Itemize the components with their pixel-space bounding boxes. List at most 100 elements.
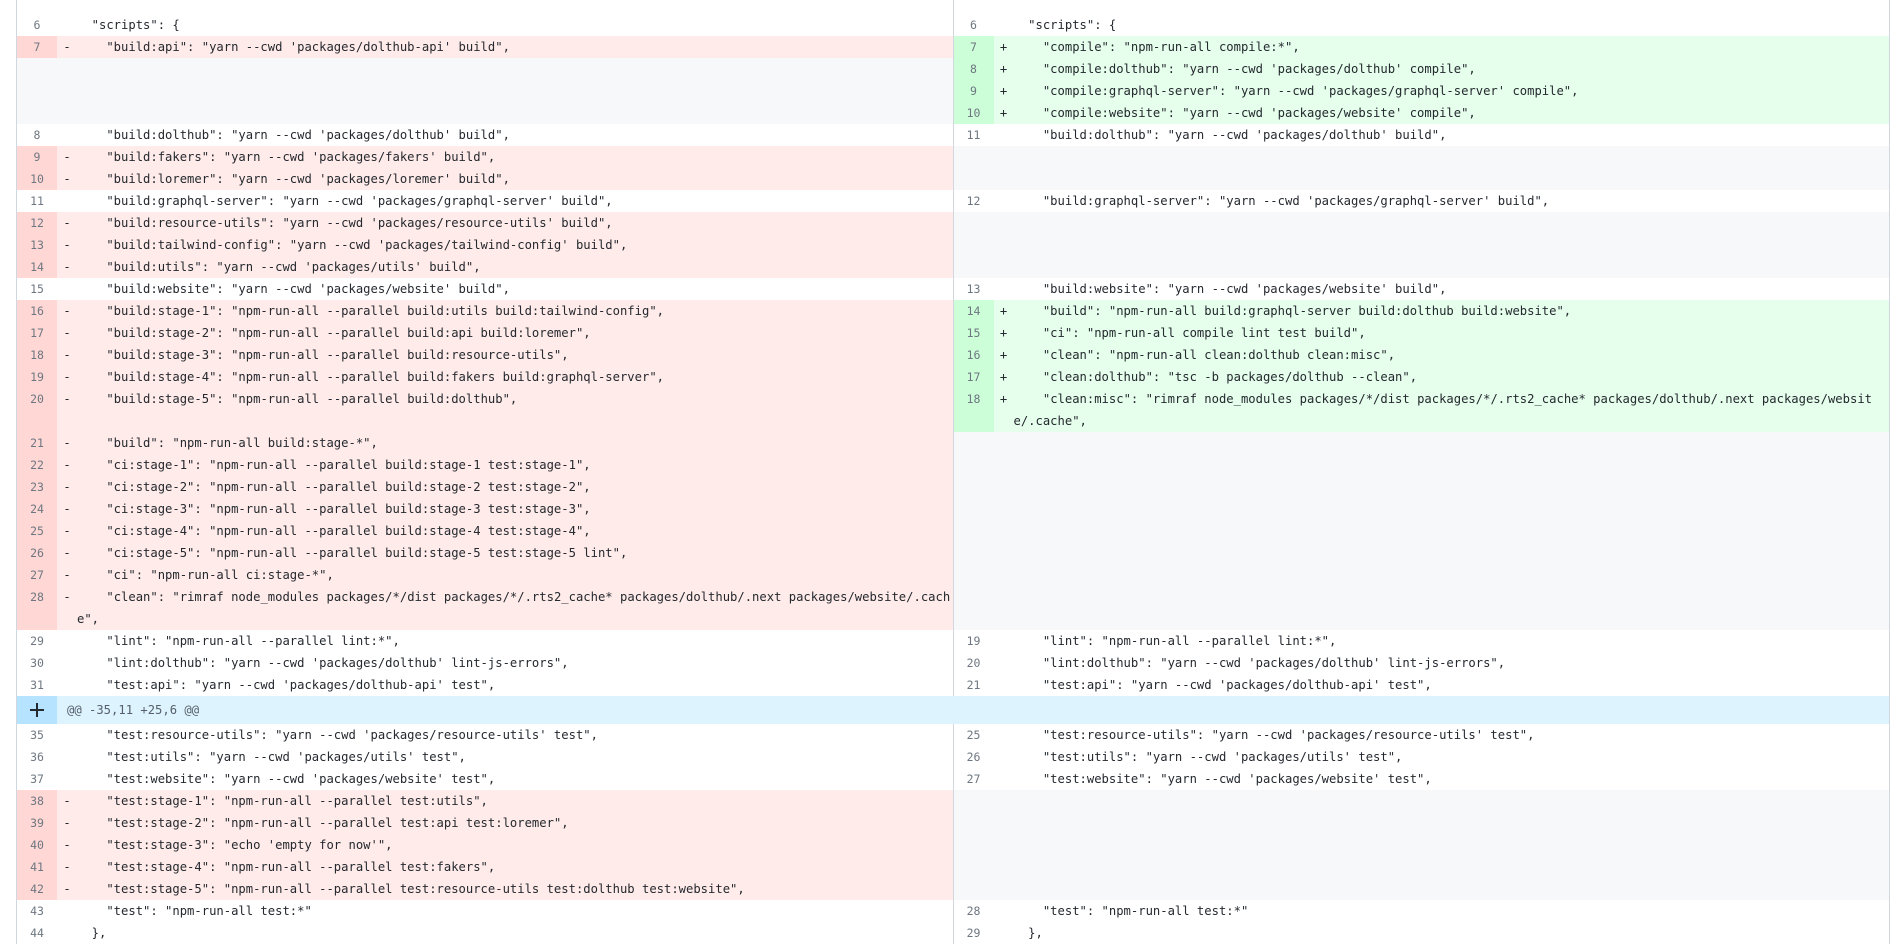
line-number[interactable]: 11: [30, 194, 44, 208]
line-number[interactable]: [954, 586, 994, 630]
line-number[interactable]: 26: [966, 750, 981, 764]
code-line: [1014, 454, 1890, 476]
line-number[interactable]: 7: [953, 36, 994, 58]
line-number[interactable]: [954, 256, 994, 278]
line-number[interactable]: [17, 58, 57, 80]
line-number[interactable]: 30: [30, 656, 44, 670]
line-number[interactable]: 42: [17, 878, 57, 900]
right-pane: [952, 234, 1889, 256]
line-number[interactable]: 19: [17, 366, 57, 388]
line-number[interactable]: 15: [30, 282, 44, 296]
diff-marker: [57, 630, 77, 652]
line-number[interactable]: 26: [17, 542, 57, 564]
line-number[interactable]: 16: [953, 344, 994, 366]
line-number[interactable]: 29: [966, 926, 981, 940]
line-number[interactable]: 29: [30, 634, 44, 648]
line-number[interactable]: [954, 790, 994, 812]
line-number[interactable]: 40: [17, 834, 57, 856]
line-number[interactable]: [954, 212, 994, 234]
line-number[interactable]: [17, 80, 57, 102]
line-number[interactable]: 12: [17, 212, 57, 234]
line-number[interactable]: [954, 834, 994, 856]
line-number[interactable]: 14: [17, 256, 57, 278]
line-number[interactable]: 9: [17, 146, 57, 168]
line-number[interactable]: 6: [970, 18, 977, 32]
line-number[interactable]: 18: [953, 388, 994, 432]
line-number[interactable]: 12: [966, 194, 981, 208]
line-number[interactable]: 15: [953, 322, 994, 344]
line-number[interactable]: 11: [966, 128, 981, 142]
diff-marker: [57, 922, 77, 944]
line-number[interactable]: [954, 812, 994, 834]
line-number[interactable]: 8: [953, 58, 994, 80]
line-number[interactable]: 38: [17, 790, 57, 812]
line-number[interactable]: [17, 102, 57, 124]
line-number[interactable]: 27: [17, 564, 57, 586]
line-number[interactable]: 18: [17, 344, 57, 366]
line-number[interactable]: [954, 498, 994, 520]
right-pane: 17+ "clean:dolthub": "tsc -b packages/do…: [952, 366, 1889, 388]
line-number[interactable]: 10: [953, 102, 994, 124]
diff-marker: [994, 652, 1014, 674]
code-line: "test:utils": "yarn --cwd 'packages/util…: [1013, 750, 1403, 764]
line-number[interactable]: 37: [30, 772, 44, 786]
code-line: [1014, 168, 1890, 190]
line-number[interactable]: 21: [17, 432, 57, 454]
line-number[interactable]: [954, 856, 994, 878]
left-pane: 36 "test:utils": "yarn --cwd 'packages/u…: [17, 746, 953, 768]
line-number[interactable]: 17: [953, 366, 994, 388]
line-number[interactable]: 39: [17, 812, 57, 834]
diff-marker: [994, 878, 1014, 900]
line-number[interactable]: 14: [953, 300, 994, 322]
line-number[interactable]: [954, 234, 994, 256]
diff-marker: [994, 454, 1014, 476]
diff-marker: [994, 256, 1014, 278]
line-number[interactable]: 43: [30, 904, 44, 918]
line-number[interactable]: 25: [17, 520, 57, 542]
line-number[interactable]: 10: [17, 168, 57, 190]
line-number[interactable]: 20: [966, 656, 981, 670]
code-line: "build:website": "yarn --cwd 'packages/w…: [77, 282, 510, 296]
code-line: "test:stage-5": "npm-run-all --parallel …: [77, 882, 745, 896]
line-number[interactable]: 23: [17, 476, 57, 498]
line-number[interactable]: 22: [17, 454, 57, 476]
expand-button[interactable]: [17, 696, 57, 724]
line-number[interactable]: 25: [966, 728, 981, 742]
line-number[interactable]: 9: [953, 80, 994, 102]
line-number[interactable]: [954, 454, 994, 476]
line-number[interactable]: 19: [966, 634, 981, 648]
line-number[interactable]: [954, 520, 994, 542]
line-number[interactable]: [954, 476, 994, 498]
line-number[interactable]: 13: [17, 234, 57, 256]
line-number[interactable]: [954, 168, 994, 190]
line-number[interactable]: [954, 564, 994, 586]
line-number[interactable]: 36: [30, 750, 44, 764]
line-number[interactable]: [954, 878, 994, 900]
code-line: "build:stage-5": "npm-run-all --parallel…: [77, 392, 518, 406]
diff-row: 13- "build:tailwind-config": "yarn --cwd…: [17, 234, 1889, 256]
diff-marker: [57, 900, 77, 922]
line-number[interactable]: [954, 542, 994, 564]
line-number[interactable]: 28: [17, 586, 57, 630]
line-number[interactable]: 20: [17, 388, 57, 432]
line-number[interactable]: [954, 146, 994, 168]
line-number[interactable]: 27: [966, 772, 981, 786]
line-number[interactable]: 16: [17, 300, 57, 322]
line-number[interactable]: 31: [30, 678, 44, 692]
diff-row: 44 },29 },: [17, 922, 1889, 944]
line-number[interactable]: 7: [17, 36, 57, 58]
line-number[interactable]: 41: [17, 856, 57, 878]
line-number[interactable]: [954, 432, 994, 454]
line-number[interactable]: 35: [30, 728, 44, 742]
line-number[interactable]: 8: [33, 128, 41, 142]
line-number[interactable]: 44: [30, 926, 44, 940]
deletion-marker: -: [63, 480, 71, 494]
line-number[interactable]: 6: [33, 18, 41, 32]
code-line: "ci:stage-4": "npm-run-all --parallel bu…: [77, 524, 591, 538]
right-pane: 21 "test:api": "yarn --cwd 'packages/dol…: [952, 674, 1890, 696]
line-number[interactable]: 28: [966, 904, 981, 918]
line-number[interactable]: 21: [966, 678, 981, 692]
line-number[interactable]: 17: [17, 322, 57, 344]
line-number[interactable]: 13: [966, 282, 981, 296]
line-number[interactable]: 24: [17, 498, 57, 520]
